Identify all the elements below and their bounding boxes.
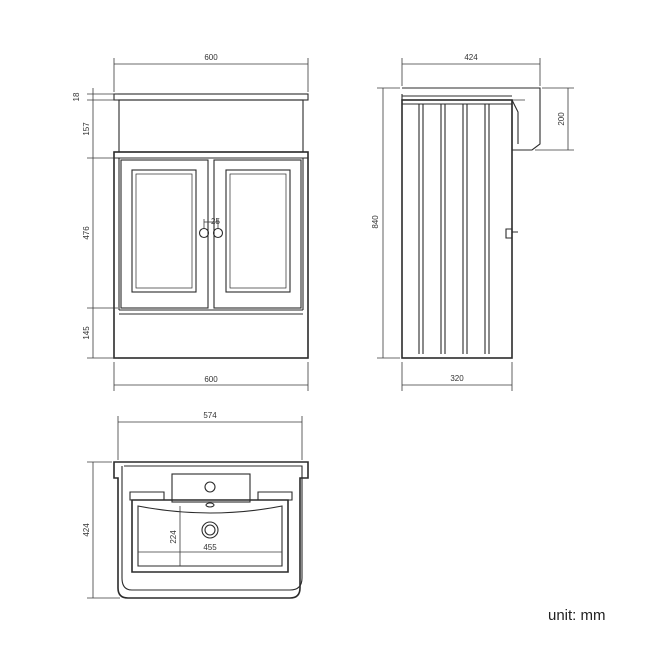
unit-label: unit: mm — [548, 607, 606, 624]
tap-hole — [204, 481, 216, 493]
dim-front-vertical-chain — [87, 88, 118, 359]
dim-front-bottom — [113, 362, 309, 391]
dim-label-front-width-bottom: 600 — [204, 375, 218, 384]
bowl — [131, 499, 289, 573]
drain — [201, 521, 219, 539]
plan-outline — [113, 461, 309, 599]
dim-label-bowl-depth: 224 — [169, 530, 178, 544]
left-door-panel — [131, 169, 197, 293]
left-door — [120, 159, 209, 309]
dim-label-basin: 157 — [82, 122, 91, 136]
dim-label-front-width-top: 600 — [204, 53, 218, 62]
front-view — [113, 93, 309, 359]
left-knob — [198, 227, 210, 239]
right-knob — [212, 227, 224, 239]
dim-label-side-basin-height: 200 — [557, 112, 566, 126]
front-basin — [118, 99, 304, 153]
dim-label-side-depth-bottom: 320 — [450, 374, 464, 383]
dim-label-side-height: 840 — [371, 215, 380, 229]
dim-plan-depth — [87, 461, 120, 599]
dim-side-basin-height — [535, 87, 574, 151]
dim-label-bowl-width: 455 — [203, 543, 217, 552]
dim-label-door: 476 — [82, 226, 91, 240]
side-basin-profile — [402, 87, 541, 151]
dim-side-top — [401, 58, 541, 86]
dim-label-plinth: 145 — [82, 326, 91, 340]
right-door-panel — [225, 169, 291, 293]
dim-label-worktop: 18 — [72, 92, 81, 101]
dim-plan-width — [117, 416, 303, 460]
tap-deck — [171, 473, 251, 503]
overflow — [205, 502, 215, 508]
right-door — [213, 159, 302, 309]
dim-side-bottom — [401, 362, 513, 391]
front-worktop — [113, 93, 309, 101]
side-handle — [505, 228, 518, 239]
dim-label-plan-width: 574 — [203, 411, 217, 420]
dim-side-height — [377, 87, 400, 359]
front-cabinet-body — [113, 151, 309, 359]
dim-label-plan-depth: 424 — [82, 523, 91, 537]
dim-front-top — [113, 58, 309, 92]
dim-label-side-depth-top: 424 — [464, 53, 478, 62]
plan-view — [113, 461, 309, 599]
side-view — [401, 87, 541, 359]
dim-label-knob: 25 — [211, 217, 220, 226]
